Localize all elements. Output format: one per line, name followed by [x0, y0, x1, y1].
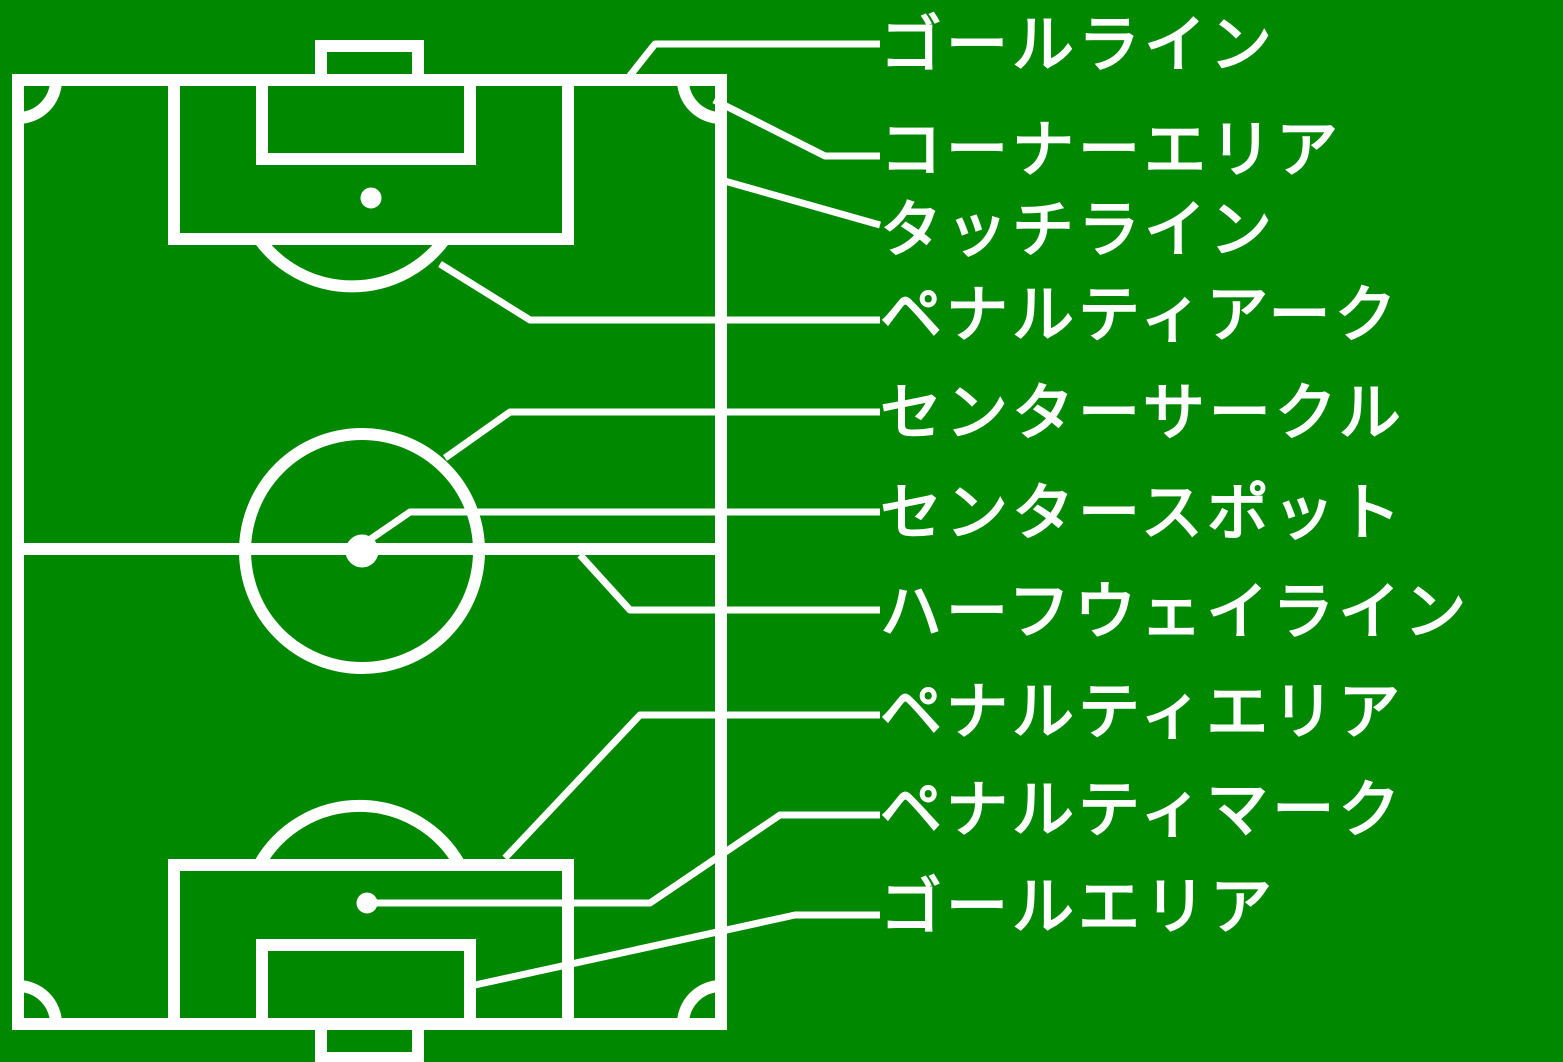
label-halfway-line: ハーフウェイライン [880, 575, 1471, 648]
bottom-goal-area [256, 939, 476, 1030]
center-circle [239, 428, 485, 674]
bottom-penalty-arc [253, 799, 466, 868]
leader-center-circle [442, 408, 880, 461]
leader-penalty-arc [438, 261, 880, 324]
top-penalty-arc [254, 235, 450, 293]
label-penalty-mark: ペナルティマーク [880, 773, 1405, 846]
corner-arc-bottom-right [677, 980, 722, 1025]
label-penalty-area: ペナルティエリア [880, 675, 1405, 748]
label-center-spot: センタースポット [880, 476, 1405, 549]
label-corner-area: コーナーエリア [880, 113, 1343, 186]
top-penalty-mark [360, 187, 382, 209]
leader-halfway-line [577, 552, 880, 614]
leader-penalty-mark [367, 811, 880, 907]
corner-arc-bottom-left [17, 980, 62, 1025]
leader-goal-line [625, 40, 880, 81]
corner-arc-top-left [17, 79, 62, 124]
label-penalty-arc: ペナルティアーク [880, 278, 1401, 351]
leader-center-spot [360, 508, 880, 548]
label-center-circle: センターサークル [880, 376, 1405, 449]
leader-corner-area [712, 96, 880, 160]
top-goal-area [256, 74, 476, 165]
leader-penalty-area [502, 711, 880, 861]
label-touch-line: タッチライン [880, 193, 1277, 266]
label-goal-area: ゴールエリア [880, 870, 1277, 943]
leader-touch-line [720, 176, 881, 229]
corner-arc-top-right [677, 79, 722, 124]
label-goal-line: ゴールライン [880, 8, 1277, 81]
leader-goal-area [474, 911, 880, 989]
